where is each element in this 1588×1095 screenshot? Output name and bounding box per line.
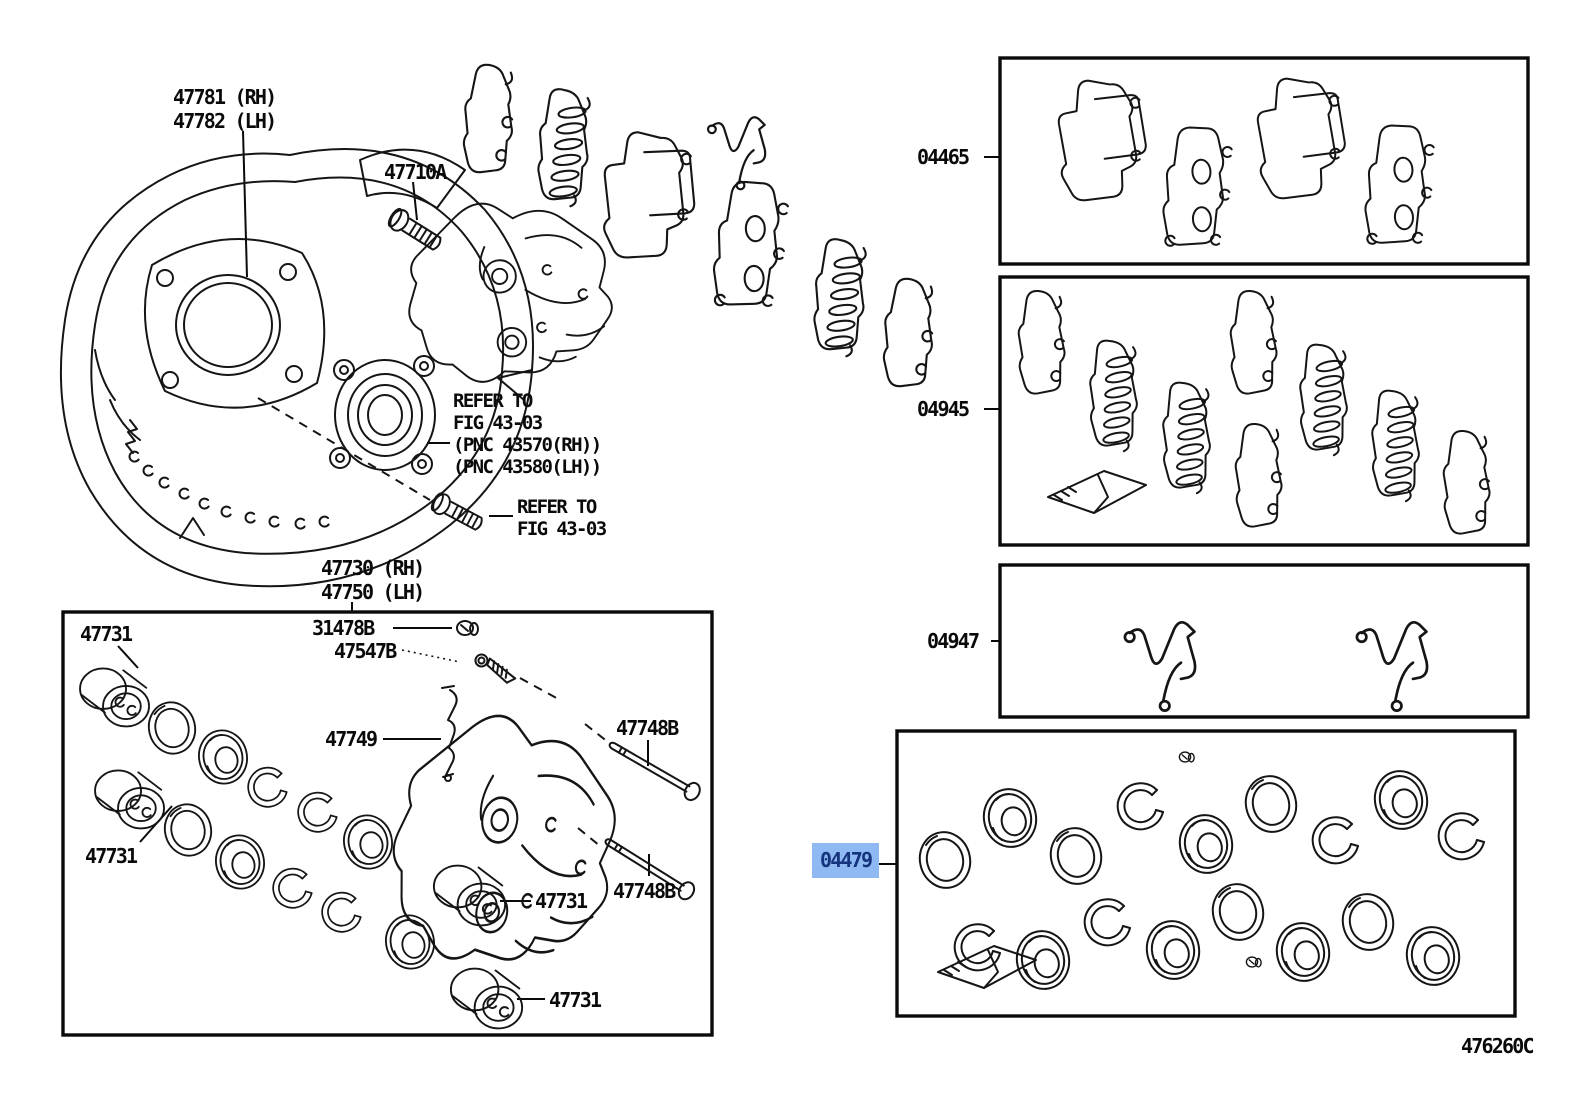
piston-boot-drawing (1270, 917, 1336, 987)
shim-drawing (451, 62, 527, 178)
seal-ring-drawing (1043, 821, 1109, 891)
note-hub-reference: REFER TO FIG 43-03 (PNC 43570(RH)) (PNC … (453, 390, 602, 478)
brake-pad-drawing (699, 175, 803, 319)
note-bolt-reference: REFER TO FIG 43-03 (517, 496, 607, 540)
piston-drawing (451, 969, 522, 1029)
seal-kit-box (895, 729, 1517, 1018)
label-kit-pads[interactable]: 04465 (917, 145, 970, 169)
piston-boot-drawing (1140, 915, 1206, 985)
piston-boot-drawing (1400, 921, 1466, 991)
label-pad-support-clip[interactable]: 47749 (325, 727, 378, 751)
component-boxes (61, 56, 1530, 1037)
seal-ring-drawing (1238, 769, 1304, 839)
label-kit-fittings[interactable]: 04947 (927, 629, 980, 653)
cap-drawing (1245, 956, 1262, 968)
label-pad-pin-top[interactable]: 47748B (616, 716, 679, 740)
snap-ring-drawing (247, 766, 288, 808)
seal-ring-drawing (1205, 877, 1271, 947)
snap-ring-drawing (1083, 898, 1131, 947)
piston-boot-drawing (1368, 765, 1434, 835)
label-piston-left[interactable]: 47731 (85, 844, 138, 868)
shim-kit-box (998, 275, 1530, 547)
bleeder-plug-drawing (456, 620, 479, 636)
pad-kit-box (998, 56, 1530, 266)
shim-drawing (871, 276, 947, 392)
hub-bearing-drawing (329, 355, 436, 475)
label-hub-bolt[interactable]: 47710A (384, 160, 447, 184)
shim-drawing (1009, 289, 1075, 398)
shim-drawing (799, 235, 880, 359)
wear-indicator-drawing (1123, 620, 1197, 712)
knuckle-bolt-drawing (428, 489, 487, 536)
label-dust-shield-lh[interactable]: 47782 (LH) (173, 109, 277, 133)
snap-ring-drawing (1116, 782, 1164, 831)
caliper-kit-box (61, 610, 714, 1037)
wear-indicator-drawing (706, 116, 767, 191)
snap-ring-drawing (1437, 812, 1485, 861)
label-bleeder-plug[interactable]: 31478B (312, 616, 375, 640)
seal-ring-drawing (1335, 887, 1401, 957)
label-piston-top[interactable]: 47731 (80, 622, 133, 646)
brake-pad-drawing (1046, 76, 1156, 210)
bleeder-screw-drawing (470, 651, 520, 686)
piston-drawing (95, 770, 164, 828)
shim-drawing (1288, 341, 1359, 458)
caliper-drawing (402, 195, 616, 387)
shim-drawing (523, 85, 604, 209)
seal-ring-drawing (912, 825, 978, 895)
label-pad-pin-bottom[interactable]: 47748B (613, 879, 676, 903)
brake-pad-drawing (1150, 121, 1245, 257)
snap-ring-drawing (321, 891, 362, 933)
label-bleeder-screw[interactable]: 47547B (334, 639, 397, 663)
grease-packet-drawing (937, 945, 1037, 989)
shim-drawing (1360, 387, 1431, 504)
figure-code: 476260C (1461, 1034, 1534, 1058)
label-piston-mid[interactable]: 47731 (535, 889, 588, 913)
pad-pin-drawing (604, 735, 704, 804)
brake-pad-drawing (586, 126, 708, 271)
fitting-kit-box (998, 563, 1530, 719)
cap-drawing (1178, 751, 1195, 763)
snap-ring-drawing (297, 791, 338, 833)
seal-ring-drawing (158, 798, 218, 862)
pad-clip-drawing (441, 685, 458, 782)
piston-boot-drawing (210, 830, 270, 894)
label-piston-bottom[interactable]: 47731 (549, 988, 602, 1012)
piston-boot-drawing (193, 725, 253, 789)
brake-pad-drawing (1352, 119, 1447, 255)
piston-boot-drawing (380, 910, 440, 974)
piston-boot-drawing (338, 810, 398, 874)
snap-ring-drawing (272, 867, 313, 909)
shim-drawing (1226, 422, 1292, 531)
seal-ring-drawing (142, 696, 202, 760)
label-caliper-lh[interactable]: 47750 (LH) (321, 580, 425, 604)
brake-pad-drawing (1245, 74, 1355, 208)
shim-drawing (1434, 429, 1500, 538)
piston-drawing (80, 668, 149, 726)
label-caliper-rh[interactable]: 47730 (RH) (321, 556, 425, 580)
piston-boot-drawing (1173, 809, 1239, 879)
piston-boot-drawing (977, 783, 1043, 853)
piston-boot-drawing (1010, 925, 1076, 995)
shim-drawing (1078, 337, 1149, 454)
shim-drawing (1151, 379, 1222, 496)
shim-drawing (1221, 289, 1287, 398)
piston-drawing (434, 866, 505, 926)
snap-ring-drawing (1311, 816, 1359, 865)
hub-bolt-drawing (384, 205, 446, 256)
label-kit-shims[interactable]: 04945 (917, 397, 970, 421)
wear-indicator-drawing (1355, 620, 1429, 712)
grease-packet-drawing (1047, 470, 1147, 514)
label-kit-seals-selected[interactable]: 04479 (812, 843, 880, 878)
label-dust-shield-rh[interactable]: 47781 (RH) (173, 85, 277, 109)
